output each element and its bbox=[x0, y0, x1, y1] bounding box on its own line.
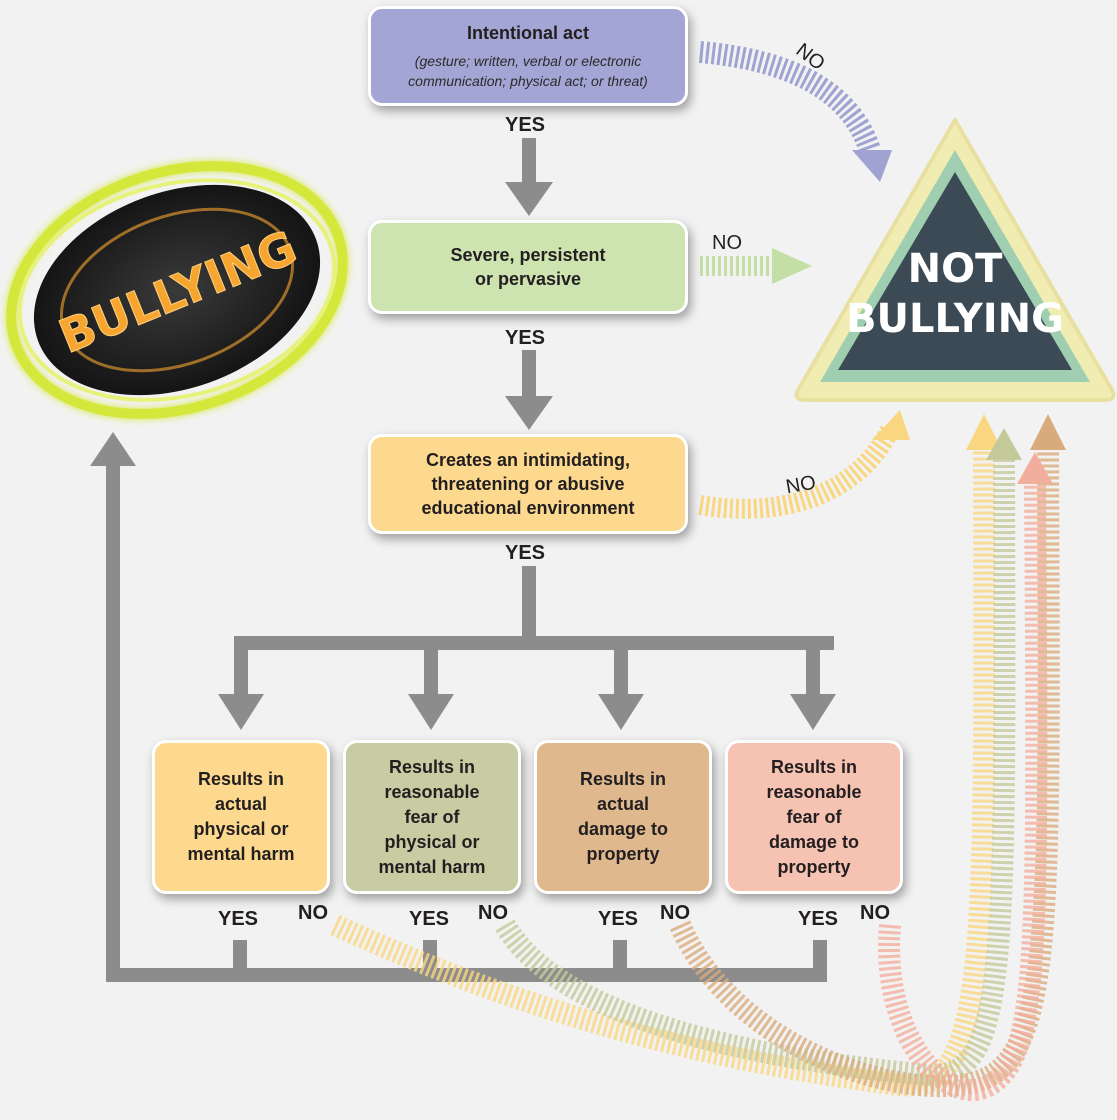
box-result-fear-harm: Results in reasonable fear of physical o… bbox=[343, 740, 521, 894]
intentional-title: Intentional act bbox=[466, 23, 589, 43]
no-arrow-result-2 bbox=[495, 459, 1016, 1087]
box-result-fear-property: Results in reasonable fear of damage to … bbox=[725, 740, 903, 894]
intentional-subtitle: (gesture; written, verbal or electronic … bbox=[408, 53, 648, 89]
result-4-title: Results in reasonable fear of damage to … bbox=[766, 756, 862, 877]
no-label-result-4: NO bbox=[860, 902, 890, 924]
yes-label-1: YES bbox=[505, 114, 546, 136]
yes-label-result-1: YES bbox=[218, 908, 259, 930]
box-creates-environment: Creates an intimidating, threatening or … bbox=[368, 434, 688, 534]
branch-bar bbox=[234, 636, 834, 650]
no-flow-arrows bbox=[330, 41, 1060, 1101]
no-arrow-result-4 bbox=[878, 479, 1048, 1101]
return-shaft bbox=[106, 460, 120, 982]
box-result-property-damage: Results in actual damage to property bbox=[534, 740, 712, 894]
no-arrow-heads bbox=[772, 150, 1066, 484]
yes-label-result-2: YES bbox=[409, 908, 450, 930]
no-arrow-creates bbox=[698, 425, 899, 519]
yes-trunk bbox=[522, 566, 536, 642]
result-2-title: Results in reasonable fear of physical o… bbox=[378, 756, 486, 877]
yes-arrow-head-2 bbox=[505, 396, 553, 430]
no-label-result-3: NO bbox=[660, 902, 690, 924]
no-label-result-2: NO bbox=[478, 902, 508, 924]
box-result-physical-harm: Results in actual physical or mental har… bbox=[152, 740, 330, 894]
no-arrow-result-3 bbox=[669, 449, 1060, 1098]
no-label-severe: NO bbox=[712, 232, 742, 254]
yes-label-result-3: YES bbox=[598, 908, 639, 930]
not-bullying-outcome: NOT BULLYING bbox=[794, 118, 1116, 402]
result-3-title: Results in actual damage to property bbox=[577, 769, 669, 864]
yes-arrow-shaft-1 bbox=[522, 138, 536, 184]
box-severe: Severe, persistent or pervasive bbox=[368, 220, 688, 314]
severe-title: Severe, persistent or pervasive bbox=[450, 245, 606, 289]
not-bullying-label-2: BULLYING bbox=[846, 296, 1064, 342]
no-label-result-1: NO bbox=[298, 902, 328, 924]
result-1-title: Results in actual physical or mental har… bbox=[187, 769, 295, 864]
yes-label-3: YES bbox=[505, 542, 546, 564]
bullying-outcome: BULLYING bbox=[6, 161, 348, 419]
no-arrow-result-1 bbox=[330, 449, 996, 1097]
yes-label-result-4: YES bbox=[798, 908, 839, 930]
no-arrow-intentional bbox=[699, 41, 881, 154]
yes-arrow-head-1 bbox=[505, 182, 553, 216]
creates-title: Creates an intimidating, threatening or … bbox=[421, 450, 635, 518]
yes-arrow-shaft-2 bbox=[522, 350, 536, 398]
return-arrow-head bbox=[90, 432, 136, 466]
not-bullying-label-1: NOT bbox=[908, 246, 1003, 292]
yes-label-2: YES bbox=[505, 327, 546, 349]
box-intentional-act: Intentional act (gesture; written, verba… bbox=[368, 6, 688, 106]
